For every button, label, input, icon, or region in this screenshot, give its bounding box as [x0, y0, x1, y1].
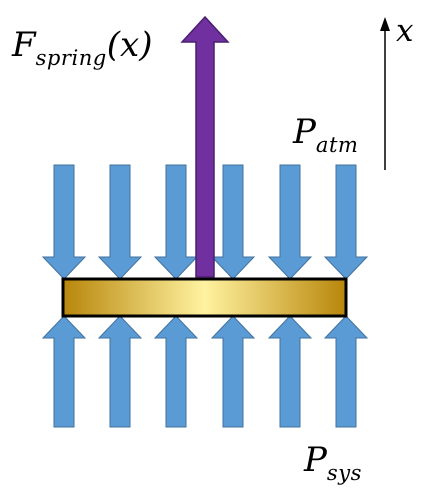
sys-pressure-subscript: sys [326, 460, 362, 486]
atm-pressure-arrow [41, 164, 87, 280]
x-axis-arrowhead [380, 17, 390, 31]
spring-force-arrow [180, 15, 230, 278]
sys-pressure-symbol: P [304, 440, 327, 480]
atm-pressure-symbol: P [293, 112, 316, 152]
x-axis-arrow [380, 17, 390, 170]
sys-pressure-arrow [97, 315, 143, 428]
atmospheric-pressure-arrows [41, 164, 369, 280]
spring-force-subscript: spring [35, 45, 107, 71]
sys-pressure-arrow [210, 315, 256, 428]
sys-pressure-arrow [323, 315, 369, 428]
sys-pressure-label: Psys [304, 440, 362, 484]
spring-force-argument: (x) [106, 25, 153, 65]
atm-pressure-arrow [97, 164, 143, 280]
atm-pressure-arrow [210, 164, 256, 280]
atm-pressure-arrow [153, 164, 199, 280]
spring-force-symbol: F [12, 25, 36, 65]
sys-pressure-arrow [267, 315, 313, 428]
atm-pressure-subscript: atm [315, 132, 359, 158]
atm-pressure-arrow [267, 164, 313, 280]
atm-pressure-label: Patm [293, 112, 358, 156]
piston-plate [61, 277, 348, 318]
atm-pressure-arrow [323, 164, 369, 280]
sys-pressure-arrow [41, 315, 87, 428]
sys-pressure-arrow [153, 315, 199, 428]
x-axis-label: x [396, 13, 414, 49]
spring-force-label: Fspring(x) [12, 25, 153, 69]
system-pressure-arrows [41, 315, 369, 428]
